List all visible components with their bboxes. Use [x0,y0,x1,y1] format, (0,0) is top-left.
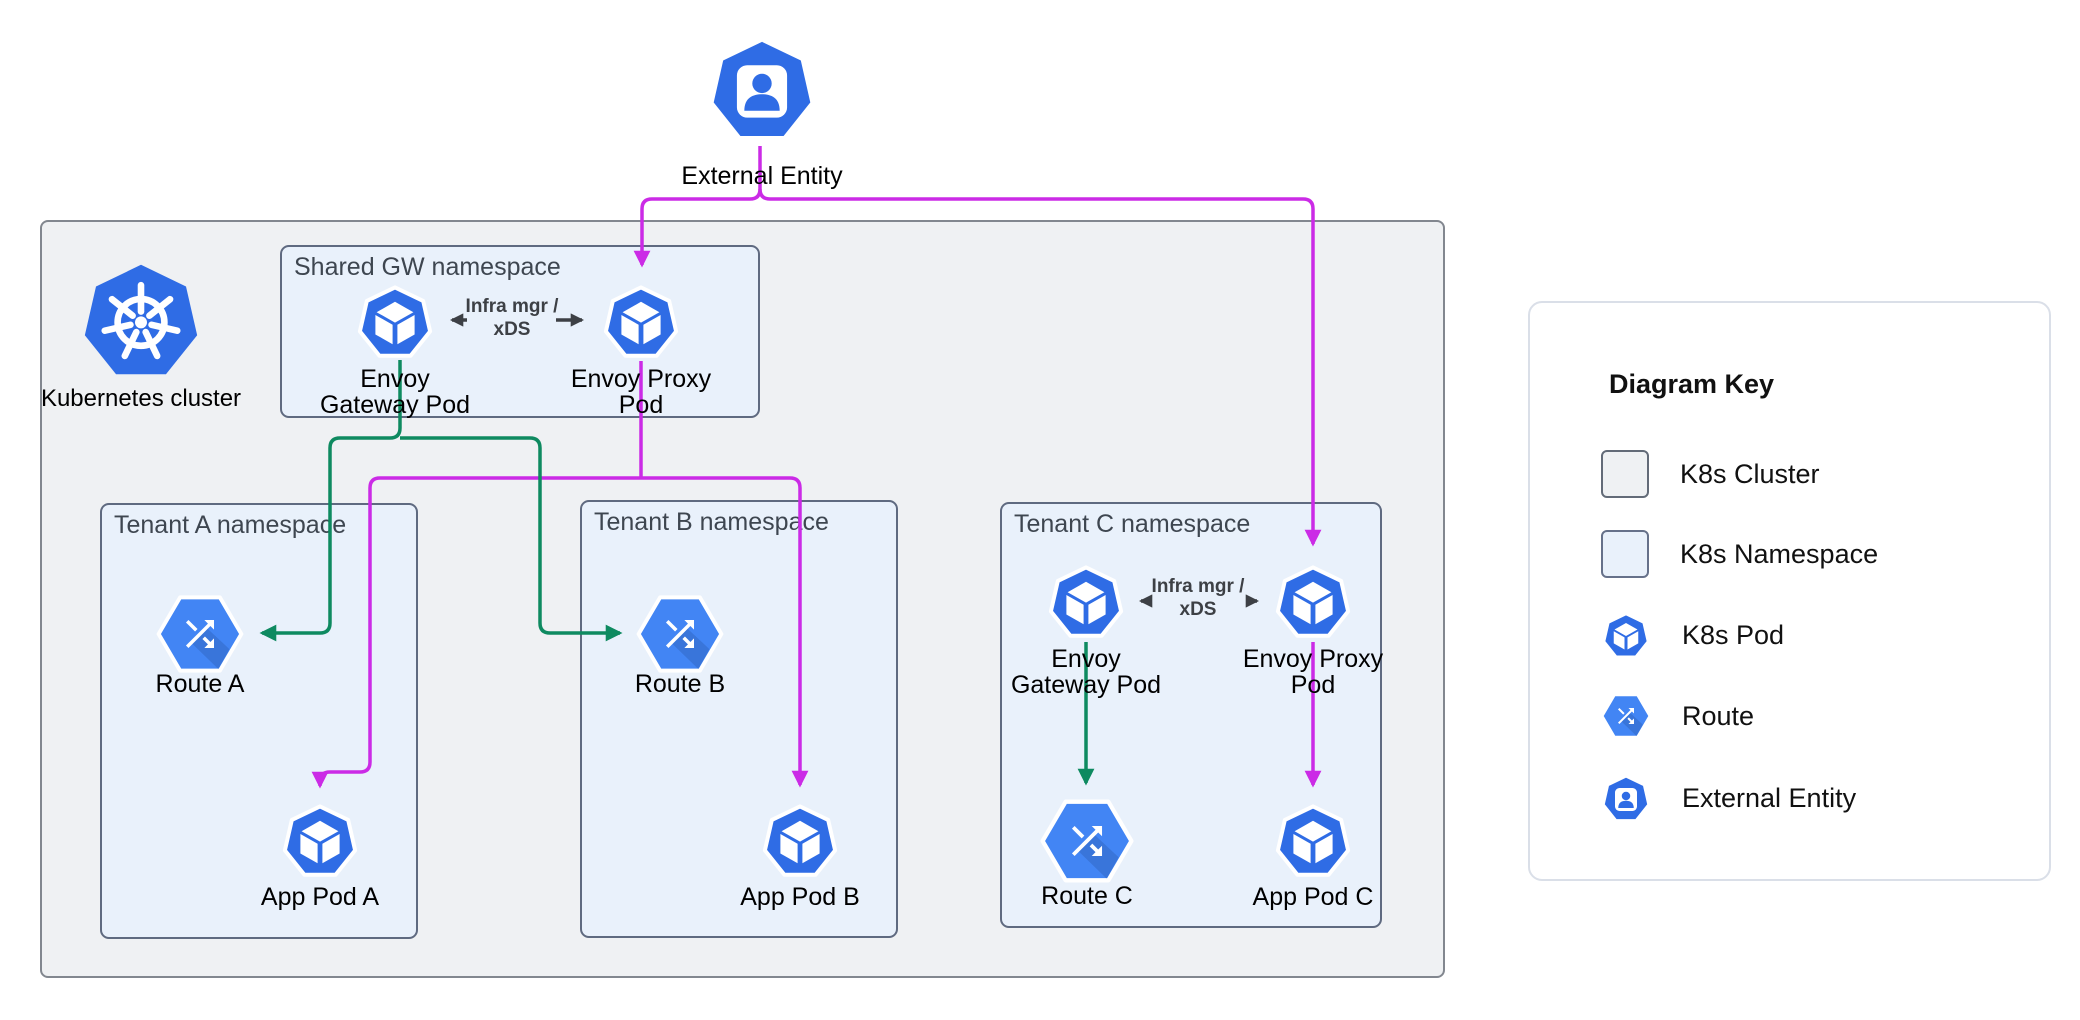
node-label: Envoy Proxy Pod [1242,645,1384,699]
kubernetes-cluster-label: Kubernetes cluster [40,385,242,412]
node-label: App Pod C [1252,883,1374,911]
legend-item-k8s-cluster: K8s Cluster [1601,449,1820,499]
route-icon [1601,693,1651,739]
tenant-c-infra-mgr-xds-label: Infra mgr / xDS [1151,576,1245,620]
pod-icon [280,800,360,880]
app-pod-b-node: App Pod B [690,800,910,910]
legend-label: External Entity [1682,782,1857,813]
route-a-node: Route A [90,595,310,697]
legend-label: K8s Cluster [1680,458,1820,489]
node-label: App Pod B [740,883,860,911]
pod-icon [1273,800,1353,880]
k8s-namespace-swatch [1601,530,1649,578]
node-label: App Pod A [260,883,380,911]
shared-infra-mgr-xds-label: Infra mgr / xDS [465,296,559,340]
app-pod-c-node: App Pod C [1203,800,1423,910]
node-label: Route C [1041,882,1133,910]
pod-icon [1601,610,1651,660]
external-entity-icon [1601,773,1651,823]
route-b-node: Route B [570,595,790,697]
k8s-cluster-swatch [1601,450,1649,498]
kubernetes-logo-icon [81,260,201,380]
pod-icon [1046,561,1126,641]
pod-icon [1273,561,1353,641]
external-entity-node: External Entity [652,31,872,189]
route-icon [156,595,244,673]
external-entity-label: External Entity [681,162,843,190]
route-c-node: Route C [977,799,1197,909]
namespace-title: Tenant B namespace [594,508,829,536]
external-entity-icon [705,31,819,145]
legend-label: K8s Pod [1682,619,1785,650]
route-icon [636,595,724,673]
namespace-title: Shared GW namespace [294,253,561,281]
pod-icon [601,281,681,361]
kubernetes-cluster-node: Kubernetes cluster [31,260,251,412]
legend-item-k8s-namespace: K8s Namespace [1601,529,1878,579]
legend-label: K8s Namespace [1680,538,1879,569]
legend-label: Route [1682,700,1755,731]
legend-item-external-entity: External Entity [1601,773,1856,823]
node-label: Envoy Gateway Pod [1010,645,1162,699]
node-label: Envoy Gateway Pod [319,365,471,419]
pod-icon [760,800,840,880]
namespace-title: Tenant C namespace [1014,510,1251,538]
node-label: Route B [634,670,726,698]
node-label: Route A [155,670,245,698]
pod-icon [355,281,435,361]
legend-title: Diagram Key [1609,369,1775,399]
legend-item-route: Route [1601,691,1754,741]
node-label: Envoy Proxy Pod [570,365,712,419]
route-icon [1040,799,1134,883]
diagram-key-panel: Diagram Key K8s Cluster K8s Namespace K8… [1528,301,2051,881]
namespace-title: Tenant A namespace [114,511,347,539]
legend-item-k8s-pod: K8s Pod [1601,610,1784,660]
app-pod-a-node: App Pod A [210,800,430,910]
